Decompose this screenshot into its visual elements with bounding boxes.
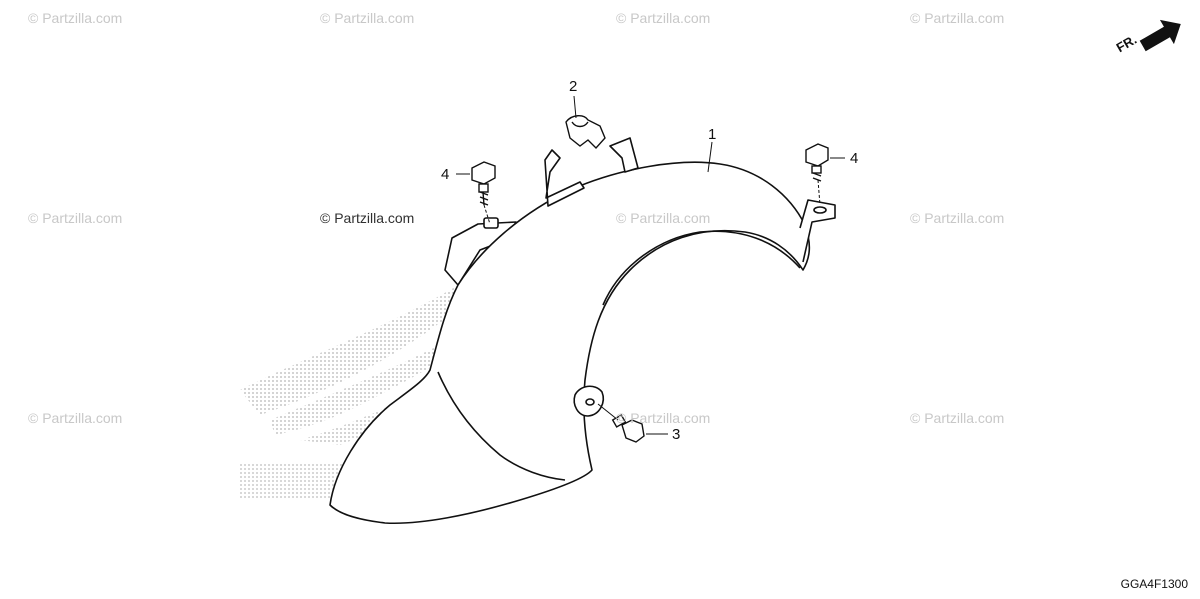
rear-fender [329,137,836,525]
callout-2[interactable]: 2 [569,78,578,95]
bolt-left [471,161,496,206]
callout-4-left[interactable]: 4 [441,166,450,183]
watermark: © Partzilla.com [910,410,1005,426]
center-watermark: © Partzilla.com [320,210,415,226]
watermark: © Partzilla.com [616,410,711,426]
watermark: © Partzilla.com [28,210,123,226]
watermark: © Partzilla.com [28,410,123,426]
watermark: © Partzilla.com [616,10,711,26]
callout-4-right[interactable]: 4 [850,150,859,167]
watermark: © Partzilla.com [28,10,123,26]
callout-3[interactable]: 3 [672,426,681,443]
watermark: © Partzilla.com [910,10,1005,26]
leader-lines [456,95,845,435]
diagram-code: GGA4F1300 [1120,577,1188,591]
direction-arrow-icon [1139,19,1181,52]
bolt-right [805,143,829,182]
watermark: © Partzilla.com [320,10,415,26]
clip-part [565,115,606,150]
watermark: © Partzilla.com [616,210,711,226]
watermark: © Partzilla.com [910,210,1005,226]
callout-1[interactable]: 1 [708,126,717,143]
bolt-side [611,414,645,443]
